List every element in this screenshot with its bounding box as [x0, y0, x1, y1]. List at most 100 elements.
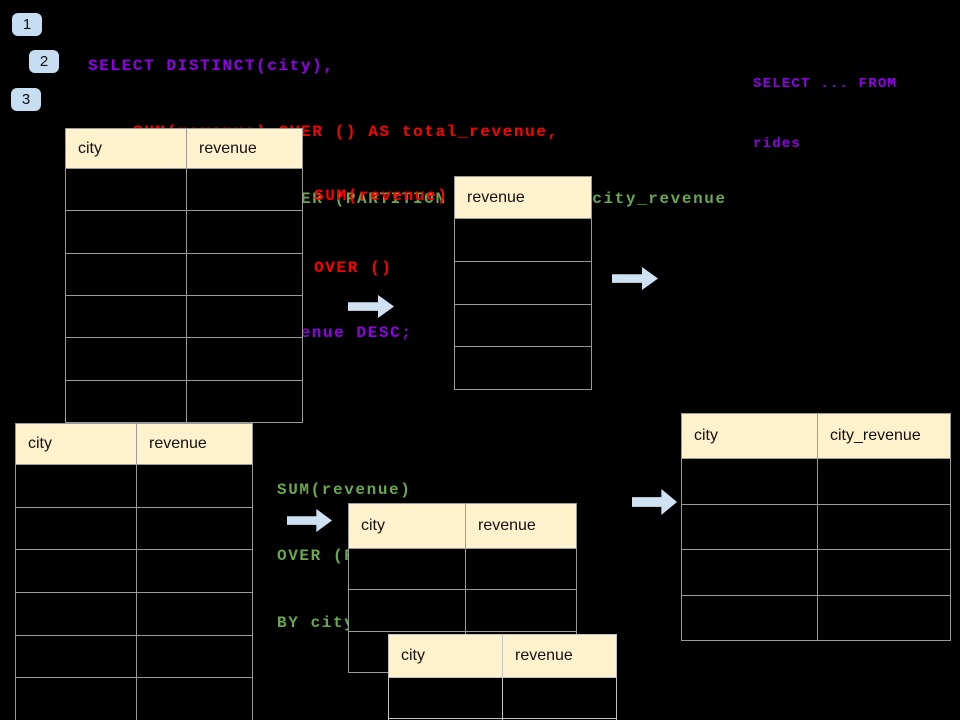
empty-cell [389, 678, 503, 718]
empty-cell [818, 550, 950, 595]
table-row [349, 589, 576, 631]
empty-cell [682, 550, 818, 595]
table-total-revenue-result: revenue [454, 176, 592, 390]
empty-cell [187, 381, 302, 422]
empty-cell [187, 338, 302, 379]
column-header: revenue [149, 435, 207, 452]
empty-cell [16, 678, 137, 720]
table-row [66, 168, 302, 211]
table-row [682, 458, 950, 504]
empty-cell [466, 549, 576, 589]
empty-cell [137, 550, 252, 592]
table-row [455, 218, 591, 261]
arrow-right-icon [348, 295, 394, 318]
table-row [682, 594, 950, 641]
table-row [16, 464, 252, 507]
from-clause-note-line: SELECT ... FROM [753, 76, 898, 92]
step-badge-1: 1 [12, 13, 42, 36]
table-row [349, 548, 576, 590]
empty-cell [682, 459, 818, 504]
empty-cell [682, 504, 818, 549]
empty-cell [682, 595, 818, 640]
column-header: revenue [467, 188, 525, 206]
table-row [66, 210, 302, 253]
column-header: revenue [478, 517, 536, 534]
empty-cell [455, 262, 591, 304]
table-header-row: city city_revenue [682, 414, 950, 458]
arrow-right-icon [287, 509, 332, 532]
column-header: revenue [199, 139, 257, 157]
over-partition-label-line: SUM(revenue) [277, 480, 412, 499]
table-row [66, 379, 302, 422]
table-row [16, 591, 252, 635]
arrow-right-icon [632, 489, 677, 515]
empty-cell [16, 550, 137, 592]
table-row [16, 677, 252, 720]
empty-cell [66, 253, 187, 295]
step-badge-2: 2 [29, 50, 59, 73]
empty-cell [66, 169, 187, 211]
table-row [16, 634, 252, 678]
empty-cell [66, 338, 187, 380]
empty-cell [16, 635, 137, 678]
empty-cell [818, 505, 950, 550]
table-row [682, 503, 950, 550]
empty-cell [455, 347, 591, 389]
empty-cell [187, 211, 302, 252]
empty-cell [818, 596, 950, 641]
table-row [16, 549, 252, 592]
empty-cell [137, 508, 252, 550]
from-clause-note-line: rides [753, 136, 802, 152]
empty-cell [16, 465, 137, 507]
step-badge-3: 3 [11, 88, 41, 111]
arrow-right-icon [612, 267, 658, 290]
table-header-row: city revenue [16, 424, 252, 464]
table-row [66, 294, 302, 338]
empty-cell [137, 678, 252, 720]
empty-cell [187, 254, 302, 295]
empty-cell [818, 459, 950, 504]
table-row [455, 260, 591, 304]
sql-line-select: SELECT DISTINCT(city), [88, 56, 335, 75]
empty-cell [349, 590, 466, 631]
table-row [455, 346, 591, 389]
table-city-revenue-result: city city_revenue [681, 413, 951, 641]
table-row [682, 549, 950, 595]
empty-cell [466, 590, 576, 630]
empty-cell [187, 169, 302, 210]
column-header: city [349, 504, 466, 548]
empty-cell [187, 296, 302, 337]
table-header-row: city revenue [349, 504, 576, 548]
table-row [66, 337, 302, 380]
empty-cell [16, 592, 137, 635]
empty-cell [503, 678, 616, 718]
empty-cell [455, 219, 591, 261]
empty-cell [66, 380, 187, 422]
column-header: city [16, 424, 137, 464]
empty-cell [349, 549, 466, 590]
empty-cell [137, 593, 252, 635]
empty-cell [137, 636, 252, 678]
over-total-label-line: OVER () [314, 259, 393, 277]
column-header: revenue [515, 647, 573, 664]
column-header: city_revenue [830, 427, 921, 444]
from-clause-note: SELECT ... FROM rides [753, 34, 897, 194]
table-header-row: city revenue [66, 129, 302, 168]
table-header-row: revenue [455, 177, 591, 218]
empty-cell [66, 295, 187, 338]
table-rides-source-top: city revenue [65, 128, 303, 423]
empty-cell [455, 305, 591, 347]
column-header: city [66, 129, 187, 168]
table-rides-source-bottom: city revenue [15, 423, 253, 720]
column-header: city [682, 414, 818, 458]
empty-cell [66, 211, 187, 253]
table-row [66, 252, 302, 295]
table-row [389, 677, 616, 718]
table-row [16, 506, 252, 550]
over-total-label-line: SUM(revenue) [314, 187, 449, 205]
over-total-label: SUM(revenue) OVER () [314, 136, 448, 328]
empty-cell [137, 465, 252, 507]
